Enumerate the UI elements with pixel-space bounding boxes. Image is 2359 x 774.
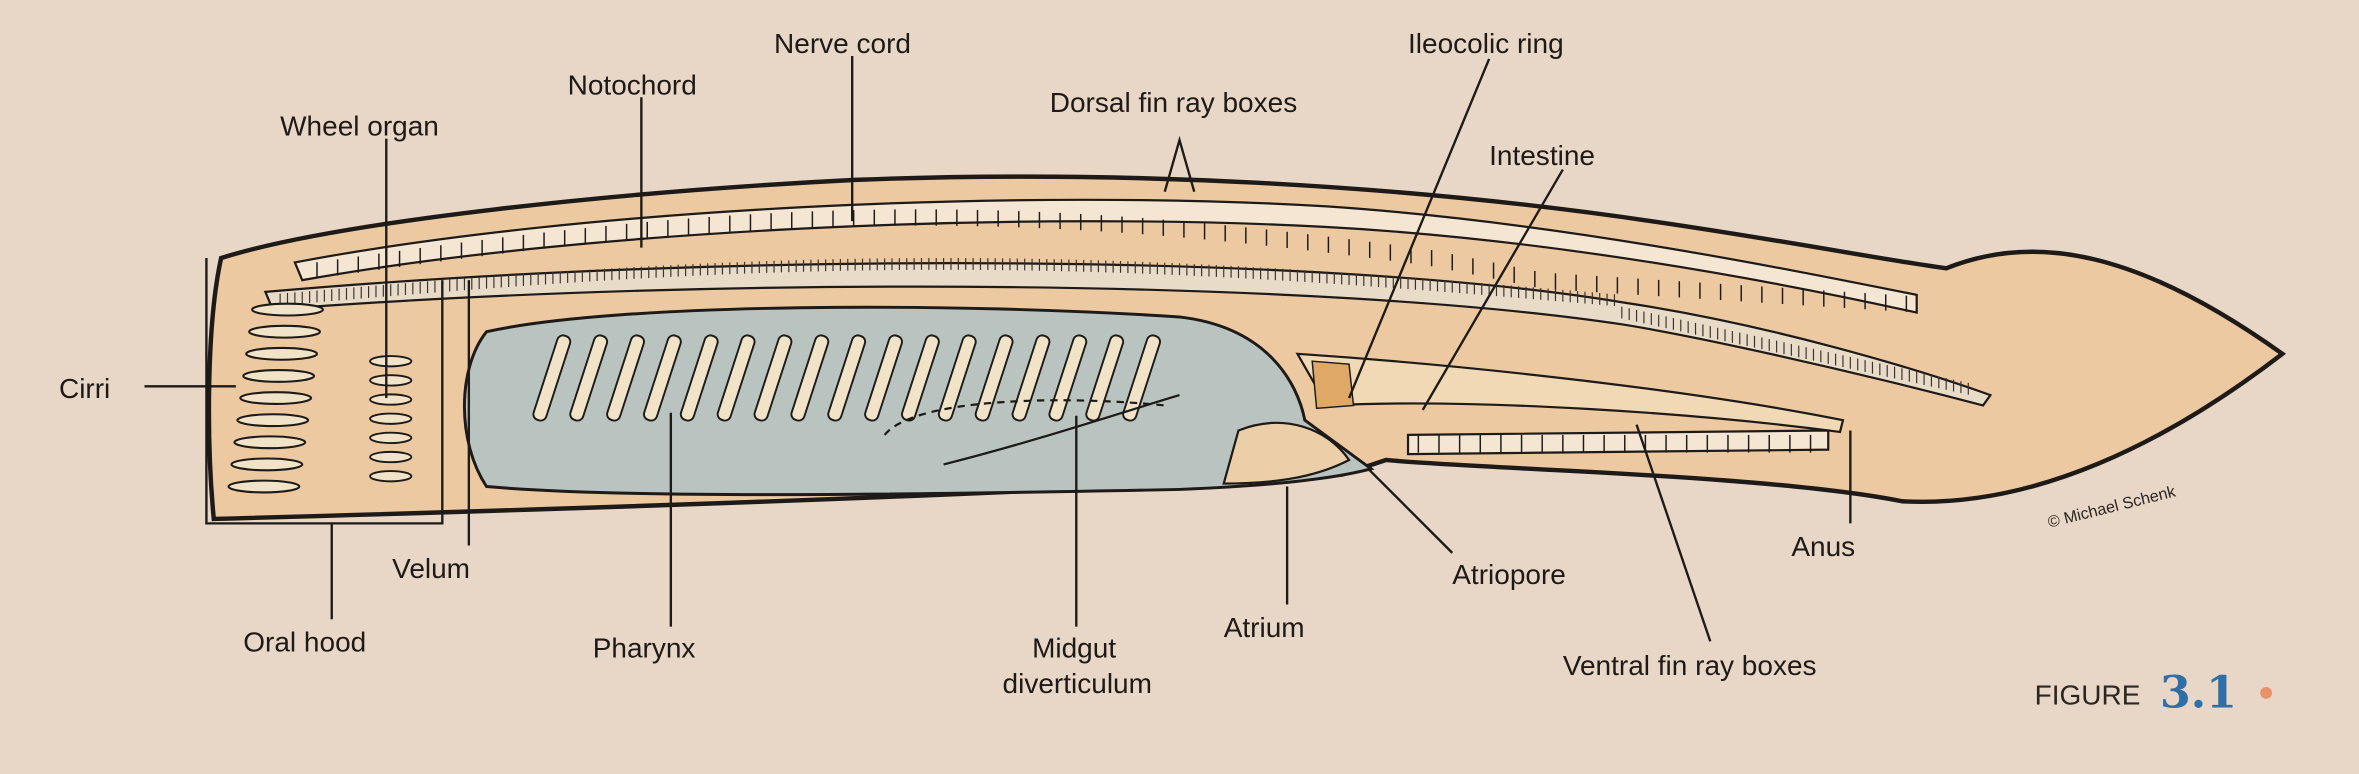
label-atriopore: Atriopore	[1452, 559, 1566, 590]
label-pharynx: Pharynx	[593, 633, 696, 664]
wheel-organ-lobe	[369, 450, 413, 464]
label-ventral-fin-ray-boxes: Ventral fin ray boxes	[1563, 650, 1817, 681]
copyright-text: © Michael Schenk	[2046, 482, 2178, 531]
midgut-diverticulum-tube	[943, 394, 1180, 466]
gill-slit	[1048, 334, 1088, 422]
intestine-shape	[1295, 352, 1845, 434]
cirrus	[245, 346, 319, 361]
wheel-organ-lobe	[369, 431, 413, 444]
wheel-organ-lobe	[369, 355, 413, 368]
label-atrium: Atrium	[1224, 612, 1305, 643]
label-notochord: Notochord	[568, 69, 697, 100]
cirri-shapes	[227, 302, 324, 494]
gill-slit	[827, 334, 867, 422]
wheel-organ-lobe	[369, 412, 413, 425]
figure-bullet	[2260, 687, 2273, 699]
cirrus	[248, 324, 321, 339]
label-dorsal-fin-ray-boxes: Dorsal fin ray boxes	[1050, 87, 1297, 118]
gill-slit	[1085, 334, 1125, 422]
gill-slit	[864, 334, 903, 422]
gill-slit	[790, 334, 830, 422]
gill-slit	[606, 334, 645, 422]
cirrus	[242, 369, 316, 383]
cirrus	[239, 391, 313, 405]
wheel-organ-lobe	[369, 393, 413, 406]
wheel-organ-lobe	[369, 374, 413, 387]
wheel-organ-lobe	[369, 470, 413, 483]
midgut-diverticulum-shape	[883, 399, 1165, 436]
label-diverticulum: diverticulum	[1003, 668, 1152, 699]
notochord-segments	[279, 258, 1969, 395]
cirrus	[233, 435, 307, 450]
ventral-fin-rays	[1417, 434, 1812, 453]
atrium-shape	[1222, 421, 1351, 485]
label-velum: Velum	[392, 553, 470, 584]
gill-slit	[937, 334, 977, 422]
gill-slit	[679, 334, 719, 422]
cirrus	[230, 457, 304, 472]
cirrus	[251, 302, 324, 317]
label-oral-hood: Oral hood	[243, 627, 366, 658]
gill-slit	[1122, 334, 1161, 422]
leader-lines	[144, 56, 1852, 642]
gill-slit	[974, 334, 1014, 422]
gill-slit	[753, 334, 793, 422]
label-cirri: Cirri	[59, 373, 110, 404]
gill-slit	[569, 334, 609, 422]
cirrus	[236, 413, 310, 428]
label-wheel-organ: Wheel organ	[280, 111, 439, 142]
ileocolic-ring-shape	[1311, 360, 1355, 410]
wheel-organ-shapes	[369, 355, 413, 483]
gill-slit	[532, 334, 572, 422]
label-nerve-cord: Nerve cord	[774, 28, 911, 59]
cirrus	[227, 479, 301, 494]
notochord-shape	[263, 262, 1993, 407]
label-midgut: Midgut	[1032, 633, 1116, 664]
figure-number: 3.1	[2160, 667, 2237, 719]
gill-slit	[643, 334, 682, 422]
gill-slit	[716, 334, 756, 422]
label-anus: Anus	[1791, 531, 1855, 562]
figure-word: FIGURE	[2035, 680, 2141, 711]
dorsal-fin-rays	[316, 209, 1908, 312]
gill-slits	[532, 334, 1161, 422]
label-intestine: Intestine	[1489, 140, 1595, 171]
gill-slit	[1011, 334, 1051, 422]
ventral-fin-ray-band	[1406, 429, 1830, 456]
label-ileocolic-ring: Ileocolic ring	[1408, 28, 1564, 59]
